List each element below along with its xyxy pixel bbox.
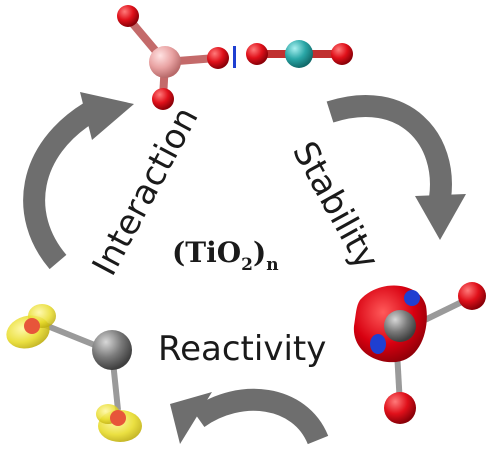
formula-main: (TiO <box>172 236 241 269</box>
interaction-marker-icon <box>233 46 236 68</box>
oxygen-atom-icon <box>152 88 174 110</box>
cycle-arrow-right-icon <box>326 95 466 240</box>
center-atom-icon <box>149 46 181 78</box>
oxygen-atom-icon <box>384 392 416 424</box>
label-stability: Stability <box>284 135 386 276</box>
svg-text:(TiO2)n: (TiO2)n <box>172 236 279 275</box>
oxygen-atom-icon <box>24 318 40 334</box>
titanium-atom-icon <box>92 330 132 370</box>
formula-sub-2: 2 <box>241 255 253 275</box>
oxygen-atom-icon <box>207 47 229 69</box>
titanium-atom-icon <box>384 310 416 342</box>
teal-atom-icon <box>285 40 313 68</box>
bottom-left-molecule-icon <box>6 304 142 442</box>
label-reactivity: Reactivity <box>158 329 326 369</box>
blue-lobe-icon <box>370 334 386 354</box>
formula-sub-n: n <box>266 255 278 275</box>
oxygen-atom-icon <box>331 43 353 65</box>
oxygen-atom-icon <box>110 410 126 426</box>
oxygen-atom-icon <box>246 43 268 65</box>
cycle-arrow-left-icon <box>23 92 134 270</box>
center-formula: (TiO2)n <box>172 236 279 275</box>
top-molecule-icon <box>117 5 353 110</box>
oxygen-atom-icon <box>117 5 139 27</box>
bottom-right-molecule-icon <box>353 282 486 424</box>
blue-lobe-icon <box>404 290 420 306</box>
formula-close: ) <box>253 236 266 269</box>
oxygen-atom-icon <box>458 282 486 310</box>
cycle-arrow-bottom-icon <box>170 388 329 445</box>
